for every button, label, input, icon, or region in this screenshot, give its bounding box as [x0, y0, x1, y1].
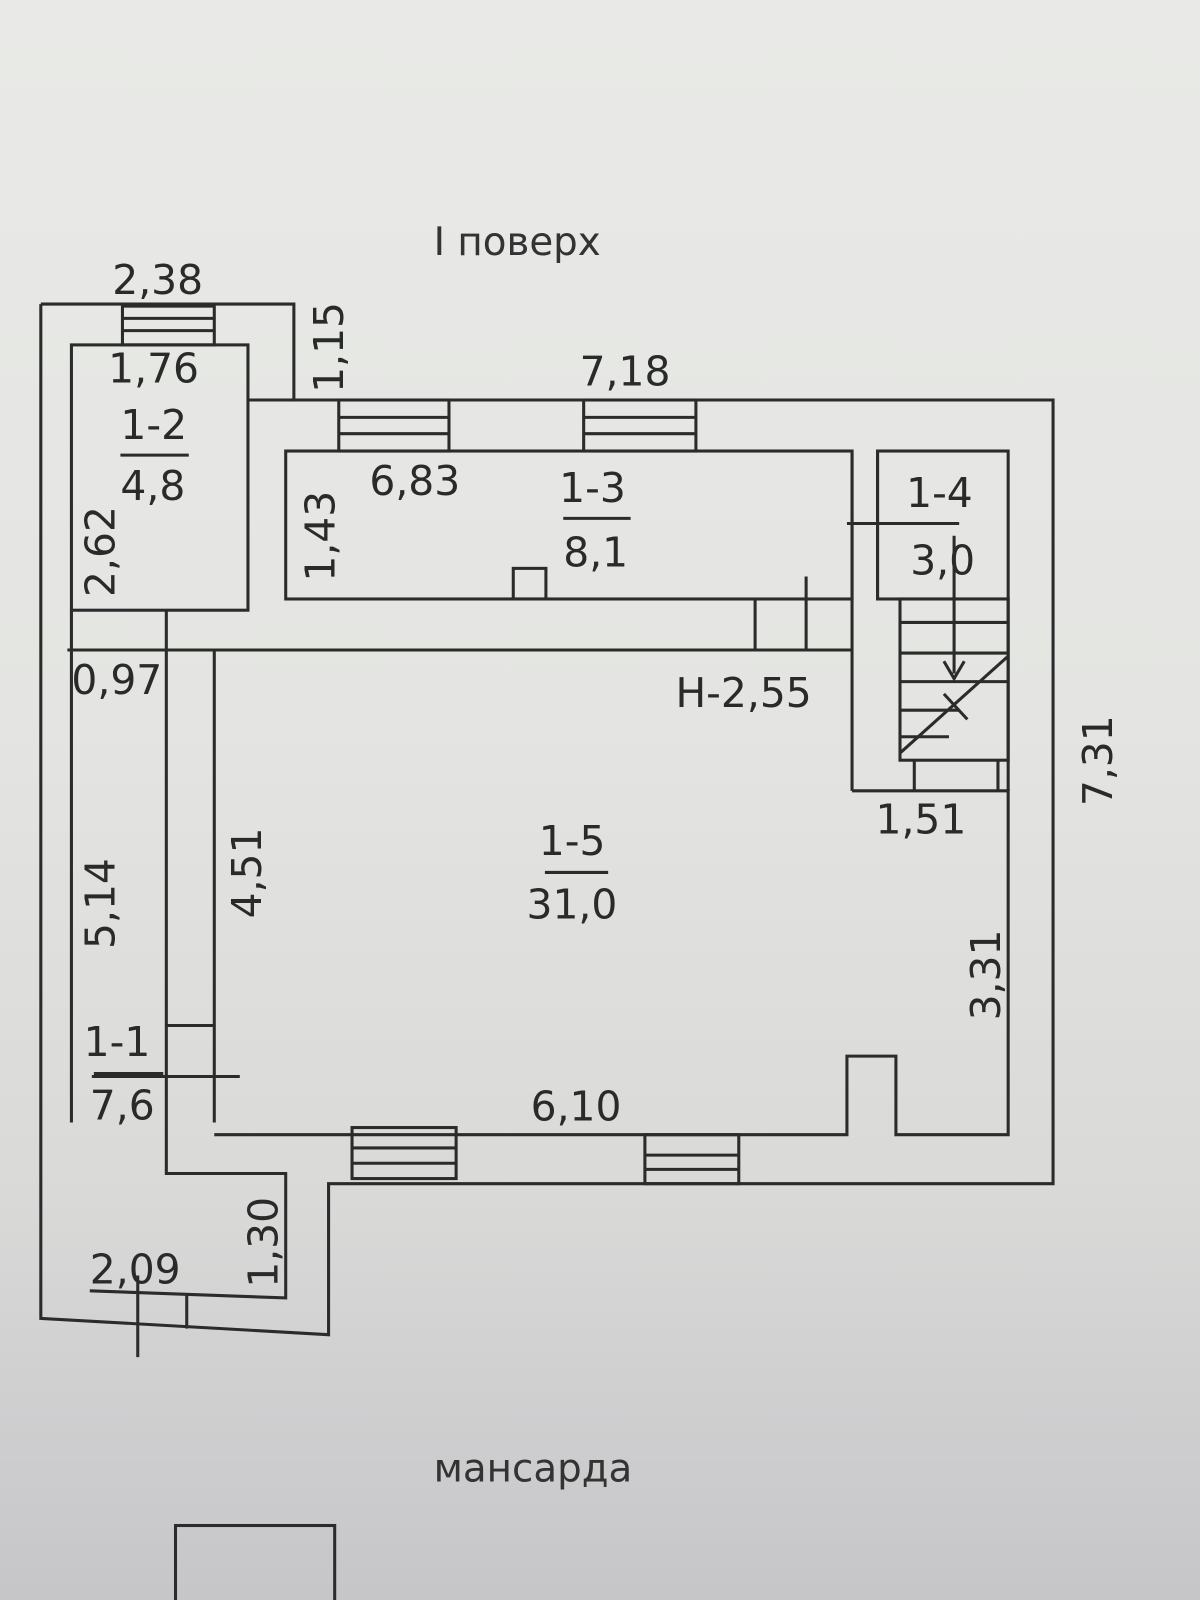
- dim-3-31: 3,31: [962, 930, 1010, 1021]
- attic-title: мансарда: [434, 1447, 633, 1492]
- room-1-5-id: 1-5: [539, 817, 606, 865]
- dim-6-83: 6,83: [369, 457, 460, 505]
- dim-1-43: 1,43: [297, 491, 345, 582]
- attic-plan-fragment: [173, 1523, 337, 1600]
- stairs: [898, 535, 1010, 755]
- dim-1-76: 1,76: [108, 345, 199, 393]
- dim-6-10: 6,10: [531, 1082, 622, 1130]
- dim-4-51: 4,51: [223, 828, 271, 919]
- ceiling-height: Н-2,55: [676, 669, 812, 717]
- dim-2-38: 2,38: [112, 256, 203, 304]
- dim-7-18: 7,18: [580, 348, 671, 396]
- dim-2-62: 2,62: [76, 506, 124, 597]
- dim-1-30: 1,30: [240, 1197, 288, 1288]
- room-1-4-area: 3,0: [910, 536, 975, 584]
- room-1-2-area: 4,8: [120, 462, 185, 510]
- windows: [120, 304, 741, 1186]
- floor-title: I поверх: [434, 220, 601, 265]
- dim-7-31: 7,31: [1074, 715, 1122, 806]
- room-1-4-id: 1-4: [906, 469, 973, 517]
- room-labels: 1-1 7,6 1-2 4,8 1-3 8,1 1-4 3,0 1-5 31,0: [84, 401, 975, 1130]
- dim-1-51: 1,51: [876, 796, 967, 844]
- dim-5-14: 5,14: [76, 858, 124, 949]
- room-1-1-id: 1-1: [84, 1018, 151, 1066]
- dim-0-97: 0,97: [71, 656, 162, 704]
- room-1-3-id: 1-3: [559, 464, 626, 512]
- dimension-labels: 2,38 1,15 7,18 1,76 6,83 2,62 1,43 0,97 …: [71, 256, 1122, 1294]
- dim-1-15: 1,15: [305, 302, 353, 393]
- room-1-3-area: 8,1: [563, 528, 628, 576]
- dim-2-09: 2,09: [90, 1246, 181, 1294]
- room-1-5-area: 31,0: [527, 880, 618, 928]
- room-1-1-area: 7,6: [90, 1081, 155, 1129]
- room-1-2-id: 1-2: [120, 401, 187, 449]
